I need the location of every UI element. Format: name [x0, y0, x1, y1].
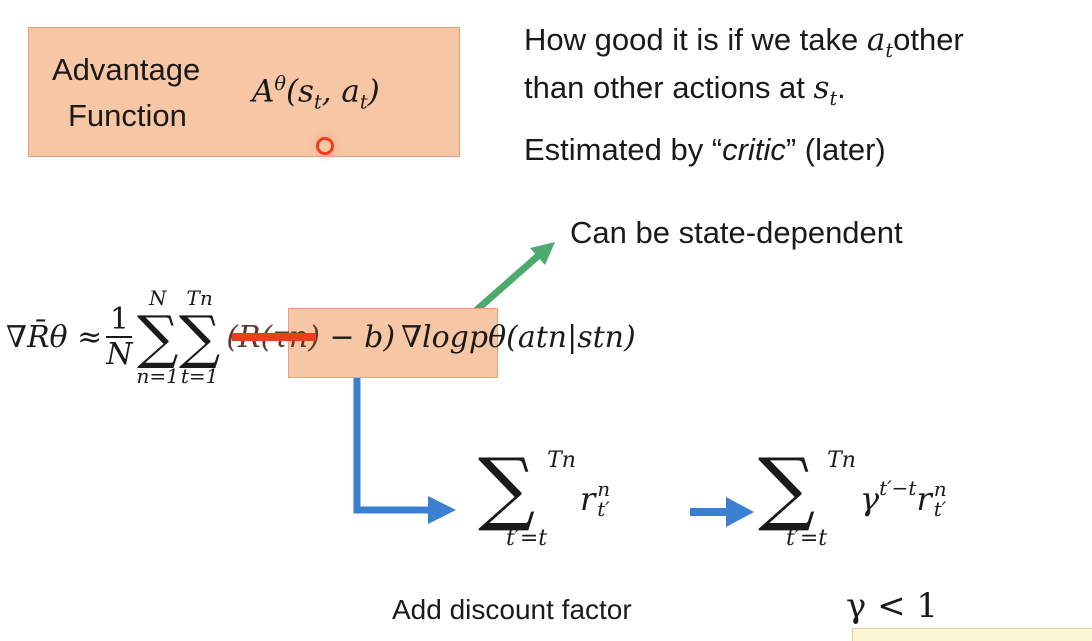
state-dependent-annotation: Can be state-dependent [570, 215, 903, 250]
discounted-sum-gamma-exp: t′−t [879, 476, 917, 500]
reward-sum-sup: n [597, 477, 611, 501]
sum2-sigma: ∑ [178, 303, 221, 371]
advantage-label-line1: Advantage [52, 52, 201, 87]
fraction: 1 N [106, 301, 133, 372]
blue-elbow-arrow-icon [353, 378, 456, 524]
reward-sum-sub: t′ [597, 497, 610, 521]
discounted-sum-sup: n [933, 477, 947, 501]
discounted-sum-limits: ∑ t′=t [758, 448, 827, 550]
fraction-bar [106, 336, 133, 338]
baseline-term: − b) [319, 319, 396, 355]
discounted-sum-scripts: n t′ [934, 479, 947, 519]
sum2-top: Tn [186, 286, 213, 310]
sum1-bottom: n=1 [136, 364, 179, 388]
sum1-top: N [148, 286, 167, 310]
discounted-sum-sub: t′ [933, 497, 947, 521]
discounted-sum: ∑ t′=t Tn γ t′−t r n t′ [758, 448, 947, 550]
reward-sum-bottom: t′=t [506, 526, 548, 551]
reward-sum-scripts: n t′ [597, 479, 610, 519]
sum1-sigma: ∑ [137, 303, 179, 371]
discounted-sum-top: Tn [827, 448, 856, 473]
description-line2: than other actions at st. [524, 70, 846, 111]
discounted-sum-gamma: γ [859, 480, 880, 518]
yellow-note-box [852, 628, 1092, 641]
green-arrow-icon [469, 242, 555, 317]
discount-factor-label: Add discount factor [392, 594, 632, 625]
advantage-function-box [28, 27, 460, 157]
discounted-sum-sigma: ∑ [758, 441, 816, 534]
description-line1: How good it is if we take atother [524, 22, 964, 63]
reward-sum-sigma: ∑ [478, 441, 536, 534]
reward-sum: ∑ t′=t Tn r n t′ [478, 448, 610, 550]
discounted-sum-body: r [916, 480, 932, 518]
advantage-label-line2: Function [68, 98, 187, 133]
reward-sum-body: r [579, 480, 596, 518]
struck-reward-term: (R(τn) [226, 319, 320, 355]
discounted-sum-bottom: t′=t [786, 526, 828, 551]
sum2: Tn ∑ t=1 [179, 288, 220, 386]
fraction-numerator: 1 [109, 301, 129, 337]
fraction-denominator: N [106, 337, 133, 372]
sum2-bottom: t=1 [180, 364, 219, 388]
advantage-formula: Aθ(st, at) [252, 72, 380, 114]
sum1: N ∑ n=1 [137, 288, 179, 386]
log-prob-term: ∇logpθ(atn|stn) [401, 319, 636, 355]
gamma-condition: γ < 1 [846, 586, 939, 626]
reward-sum-limits: ∑ t′=t [478, 448, 547, 550]
reward-sum-top: Tn [547, 448, 576, 473]
description-line3: Estimated by “critic” (later) [524, 132, 886, 167]
gradient-formula: ∇R̄θ ≈ 1 N N ∑ n=1 Tn ∑ t=1 (R(τn) − b) … [6, 262, 636, 412]
cursor-pointer-icon [316, 137, 334, 155]
blue-arrow-icon [690, 497, 754, 527]
baseline-highlight-box [288, 308, 498, 378]
gradient-lhs: ∇R̄θ ≈ [6, 319, 103, 355]
